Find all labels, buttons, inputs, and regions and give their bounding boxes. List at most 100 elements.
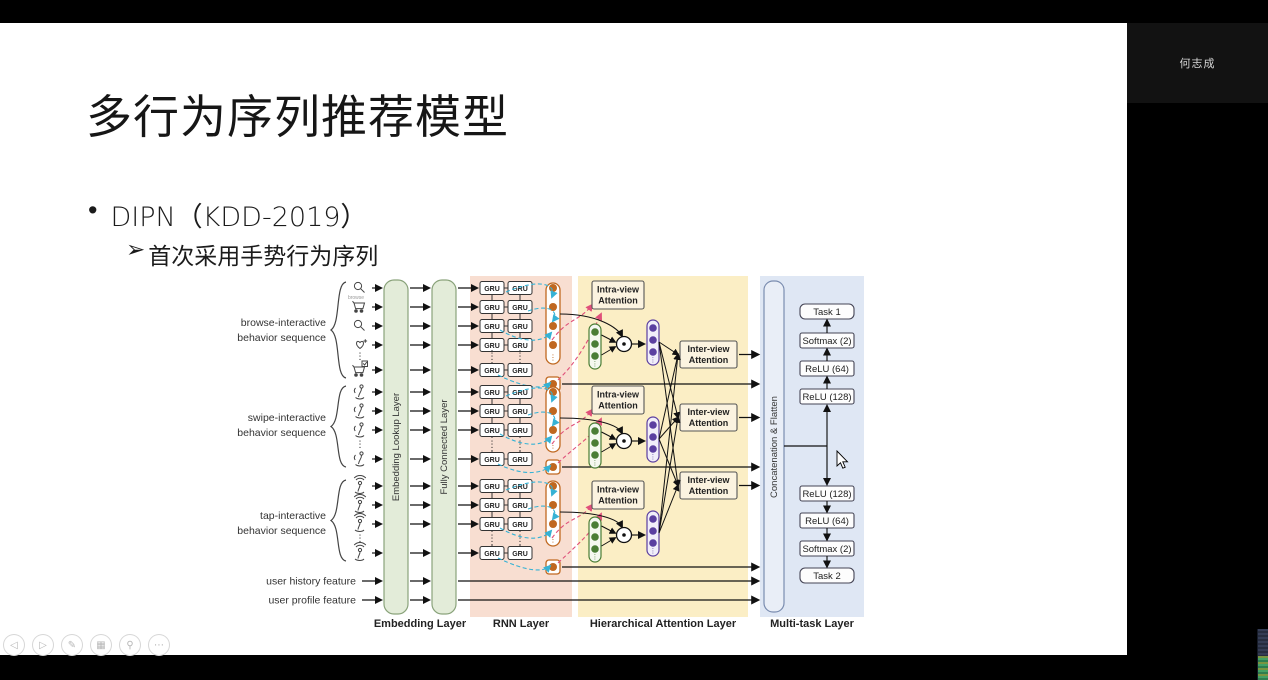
sequence-brace [329,385,347,468]
sequence-label: behavior sequence [237,525,326,537]
swipe-icon [353,451,365,467]
view-dot [649,336,657,344]
magnifier-icon: ⚲ [126,639,134,651]
temporal-attention-arc [527,505,560,521]
label: GRU [512,484,528,491]
heart-icon [356,339,368,350]
label: GRU [484,551,500,558]
temporal-attention-arc [499,527,553,539]
temporal-attention-arc [505,283,558,299]
view-to-interview-line [658,352,681,534]
audio-level-meter [1257,629,1268,680]
swipe-icon [353,384,365,400]
label: Task 2 [813,571,840,582]
states-to-product-curve [559,313,623,338]
window-titlebar: × [0,0,1268,23]
weight-dot [591,521,599,529]
participant-video-tile[interactable]: 何志成 [1127,23,1268,103]
sequence-label: browse-interactive [241,317,326,329]
previous-slide-button[interactable]: ◁ [3,634,25,656]
view-to-interview-line [658,415,681,534]
label: GRU [484,368,500,375]
slide-title: 多行为序列推荐模型 [86,90,509,144]
arrow [601,443,617,453]
temporal-attention-arc [505,387,558,403]
label: ⋮ [516,533,525,543]
elementwise-product-dot [622,342,626,346]
label: ReLU (128) [802,392,851,403]
intra-view-attention-box [591,280,645,310]
label: GRU [484,409,500,416]
view-to-interview-line [658,438,680,488]
layer-caption: Hierarchical Attention Layer [590,618,737,630]
label: GRU [512,286,528,293]
sub-bullet-line: ➢ 首次采用手势行为序列 [126,237,378,271]
next-slide-button[interactable]: ▷ [32,634,54,656]
label: GRU [512,457,528,464]
states-to-product-curve [559,417,623,435]
label: ReLU (128) [802,489,851,500]
temporal-attention-arc [497,463,552,474]
label: GRU [512,503,528,510]
bullet-text: DIPN（KDD-2019） [110,202,368,233]
bullet-marker: • [88,195,98,226]
weight-dot [591,340,599,348]
view-to-interview-line [658,352,681,440]
tap-icon [353,513,367,532]
slideshow-toolbar: ◁ ▷ ✎ ▦ ⚲ ⋯ [3,634,170,656]
label: ⋮ [549,353,557,362]
view-to-interview-line [658,341,680,356]
label: ⋮ [488,351,497,361]
view-dot [649,515,657,523]
icon-caption: browse [348,295,364,301]
label: GRU [512,409,528,416]
state-dot [549,426,557,434]
view-dot [649,421,657,429]
bullet-line: • DIPN（KDD-2019） [88,195,367,234]
next-icon: ▷ [39,639,47,651]
label: ⋮ [650,548,657,555]
label: GRU [484,390,500,397]
layer-caption: Embedding Layer [374,618,467,630]
label: Concatenation & Flatten [769,396,780,498]
view-dot [649,348,657,356]
label: Intra-view [597,485,640,495]
temporal-attention-arc [497,557,552,573]
pen-button[interactable]: ✎ [61,634,83,656]
more-button[interactable]: ⋯ [148,634,170,656]
elementwise-product-dot [622,439,626,443]
view-dot [649,527,657,535]
tap-icon [353,494,367,513]
label: ⋮ [592,460,599,467]
view-to-interview-line [658,483,680,534]
weight-dot [591,427,599,435]
label: ⋮ [516,439,525,449]
temporal-attention-arc [527,307,560,323]
label: Attention [598,401,638,411]
intra-attention-arc [551,303,594,341]
label: Inter-view [687,475,730,485]
state-dot [549,341,557,349]
temporal-attention-arc [527,411,560,427]
cart-check-icon [352,360,368,377]
state-dot [549,322,557,330]
previous-icon: ◁ [10,639,18,651]
label: ⋮ [356,351,365,361]
label: ⋮ [592,554,599,561]
label: ⋮ [549,535,557,544]
zoom-button[interactable]: ⚲ [119,634,141,656]
label: ⋮ [488,439,497,449]
label: Inter-view [687,344,730,354]
feature-label: user profile feature [268,595,356,607]
label: GRU [512,551,528,558]
fully-connected-bar [431,279,457,615]
mouse-cursor [836,449,849,469]
participants-panel: 何志成 [1127,0,1268,680]
slides-overview-button[interactable]: ▦ [90,634,112,656]
label: GRU [484,503,500,510]
label: GRU [512,522,528,529]
state-dot [549,407,557,415]
swipe-icon [353,403,365,419]
label: Inter-view [687,407,730,417]
